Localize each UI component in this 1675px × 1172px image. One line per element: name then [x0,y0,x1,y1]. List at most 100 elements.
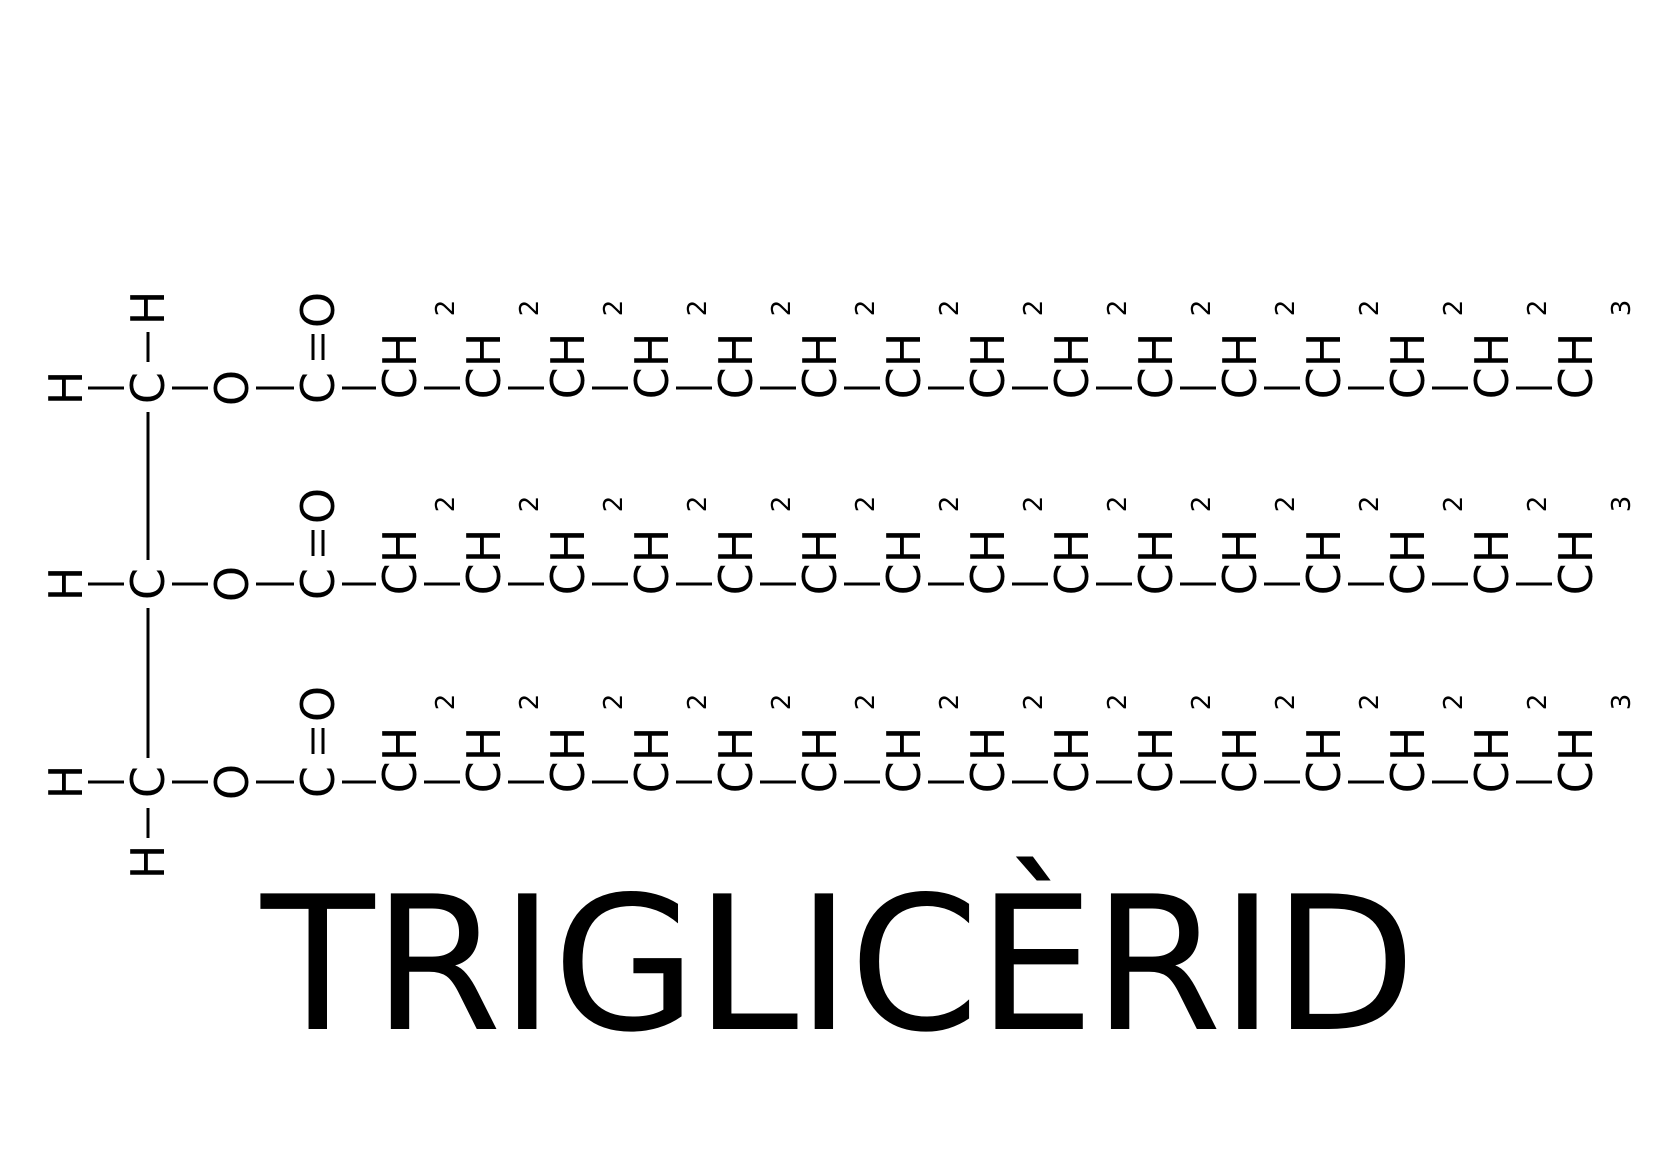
row-2-group-6: CH [793,529,847,596]
row-3-carbonyl-carbon: C [291,766,345,798]
row-3-group-8-subscript: 2 [1019,694,1049,711]
row-2-group-10-subscript: 2 [1187,496,1217,513]
row-2-ester-oxygen: O [205,566,259,602]
row-2-glycerol-carbon: C [121,568,175,600]
row-2-group-14-subscript: 2 [1523,496,1553,513]
row-3-group-2: CH [457,727,511,794]
row-1-group-3-subscript: 2 [599,300,629,317]
row-1-group-13: CH [1381,333,1435,400]
row-3-group-9: CH [1045,727,1099,794]
row-3-group-5-subscript: 2 [767,694,797,711]
row-3-group-4: CH [625,727,679,794]
row-1-group-12: CH [1297,333,1351,400]
row-3-glycerol-carbon: C [121,766,175,798]
row-3-group-10-subscript: 2 [1187,694,1217,711]
row-2-carbonyl-oxygen: O [291,488,345,524]
row-2-group-5-subscript: 2 [767,496,797,513]
row-3-group-6: CH [793,727,847,794]
row-1-group-5: CH [709,333,763,400]
row-1-group-7: CH [877,333,931,400]
row-3-group-6-subscript: 2 [851,694,881,711]
row-1-group-4-subscript: 2 [683,300,713,317]
row-1-group-14: CH [1465,333,1519,400]
row-1-glycerol-carbon: C [121,372,175,404]
row-1-group-4: CH [625,333,679,400]
row-3-group-5: CH [709,727,763,794]
row-1-group-6-subscript: 2 [851,300,881,317]
row-3-group-12: CH [1297,727,1351,794]
row-2-group-15: CH [1549,529,1603,596]
row-1-group-6: CH [793,333,847,400]
row-3-ester-oxygen: O [205,764,259,800]
row-2-group-5: CH [709,529,763,596]
row-1-group-10: CH [1129,333,1183,400]
row-3-group-2-subscript: 2 [515,694,545,711]
row-3-group-15: CH [1549,727,1603,794]
row-3-group-12-subscript: 2 [1355,694,1385,711]
row-2-group-13: CH [1381,529,1435,596]
row-2-group-8-subscript: 2 [1019,496,1049,513]
row-1-group-15: CH [1549,333,1603,400]
row-3-group-10: CH [1129,727,1183,794]
row-2-group-1-subscript: 2 [431,496,461,513]
row-3-group-15-subscript: 3 [1607,694,1637,711]
row-3-group-11-subscript: 2 [1271,694,1301,711]
row-1-carbonyl-oxygen: O [291,292,345,328]
row-3-group-1-subscript: 2 [431,694,461,711]
row-2-group-11-subscript: 2 [1271,496,1301,513]
row-2-group-8: CH [961,529,1015,596]
row-2-left-h: H [39,567,93,602]
row-2-group-9: CH [1045,529,1099,596]
row-1-group-12-subscript: 2 [1355,300,1385,317]
row-2-group-2-subscript: 2 [515,496,545,513]
row-3-carbonyl-oxygen: O [291,686,345,722]
row-1-group-14-subscript: 2 [1523,300,1553,317]
row-2-group-10: CH [1129,529,1183,596]
row-3-group-14: CH [1465,727,1519,794]
row-2-group-12-subscript: 2 [1355,496,1385,513]
row-3-group-4-subscript: 2 [683,694,713,711]
row-1-group-11-subscript: 2 [1271,300,1301,317]
row-1-group-2: CH [457,333,511,400]
row-1-carbonyl-carbon: C [291,372,345,404]
row-1-group-8: CH [961,333,1015,400]
row-2-group-9-subscript: 2 [1103,496,1133,513]
row-2-group-7: CH [877,529,931,596]
row-1-group-2-subscript: 2 [515,300,545,317]
row-1-group-9: CH [1045,333,1099,400]
row-2-group-4-subscript: 2 [683,496,713,513]
row-1-group-1: CH [373,333,427,400]
row-3-group-13: CH [1381,727,1435,794]
diagram-title: TRIGLICÈRID [260,856,1416,1073]
row-3-group-1: CH [373,727,427,794]
row-2-group-7-subscript: 2 [935,496,965,513]
row-3-group-9-subscript: 2 [1103,694,1133,711]
row-2-group-13-subscript: 2 [1439,496,1469,513]
row-2-group-14: CH [1465,529,1519,596]
row-1-group-10-subscript: 2 [1187,300,1217,317]
row-1-left-h: H [39,371,93,406]
row-2-group-2: CH [457,529,511,596]
row-2-group-12: CH [1297,529,1351,596]
row-1-group-5-subscript: 2 [767,300,797,317]
row-1-group-3: CH [541,333,595,400]
row-3-group-11: CH [1213,727,1267,794]
row-2-carbonyl-carbon: C [291,568,345,600]
glycerol-top-h: H [121,291,175,326]
row-3-group-3-subscript: 2 [599,694,629,711]
row-3-group-7-subscript: 2 [935,694,965,711]
row-1-group-11: CH [1213,333,1267,400]
row-2-group-11: CH [1213,529,1267,596]
row-2-group-3-subscript: 2 [599,496,629,513]
row-1-group-9-subscript: 2 [1103,300,1133,317]
row-2-group-6-subscript: 2 [851,496,881,513]
row-3-left-h: H [39,765,93,800]
row-1-group-13-subscript: 2 [1439,300,1469,317]
row-2-group-15-subscript: 3 [1607,496,1637,513]
row-2-group-4: CH [625,529,679,596]
row-1-group-8-subscript: 2 [1019,300,1049,317]
row-3-group-13-subscript: 2 [1439,694,1469,711]
row-1-group-15-subscript: 3 [1607,300,1637,317]
row-1-group-7-subscript: 2 [935,300,965,317]
